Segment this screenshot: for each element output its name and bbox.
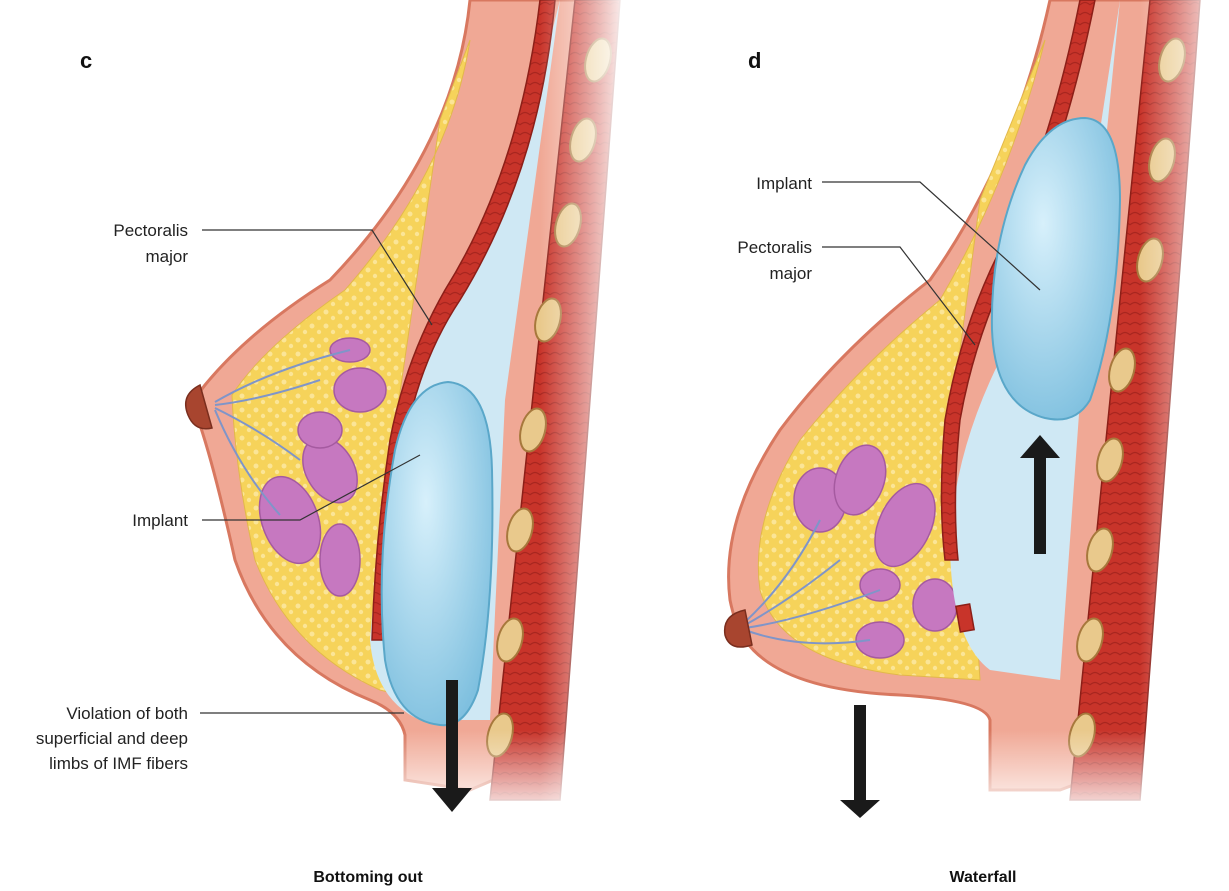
panel-c: c Pectoralis major Implant Violation of … xyxy=(36,0,640,891)
label-imf-line2-c: superficial and deep xyxy=(36,729,188,748)
fade-bottom-c xyxy=(360,730,640,820)
panel-letter-d: d xyxy=(748,48,761,73)
label-pectoralis-line1-d: Pectoralis xyxy=(737,238,812,257)
label-pectoralis-line2-d: major xyxy=(769,264,812,283)
label-implant-d: Implant xyxy=(756,174,812,193)
arrow-down-d xyxy=(840,705,880,818)
panel-letter-c: c xyxy=(80,48,92,73)
label-pectoralis-line2-c: major xyxy=(145,247,188,266)
label-pectoralis-line1-c: Pectoralis xyxy=(113,221,188,240)
panel-d: d Implant Pectoralis major Waterfall xyxy=(725,0,1229,891)
label-imf-line1-c: Violation of both xyxy=(66,704,188,723)
label-imf-line3-c: limbs of IMF fibers xyxy=(49,754,188,773)
fade-bottom-d xyxy=(960,730,1229,820)
caption-d: Waterfall xyxy=(950,869,1017,886)
label-implant-c: Implant xyxy=(132,511,188,530)
caption-c: Bottoming out xyxy=(313,869,423,886)
